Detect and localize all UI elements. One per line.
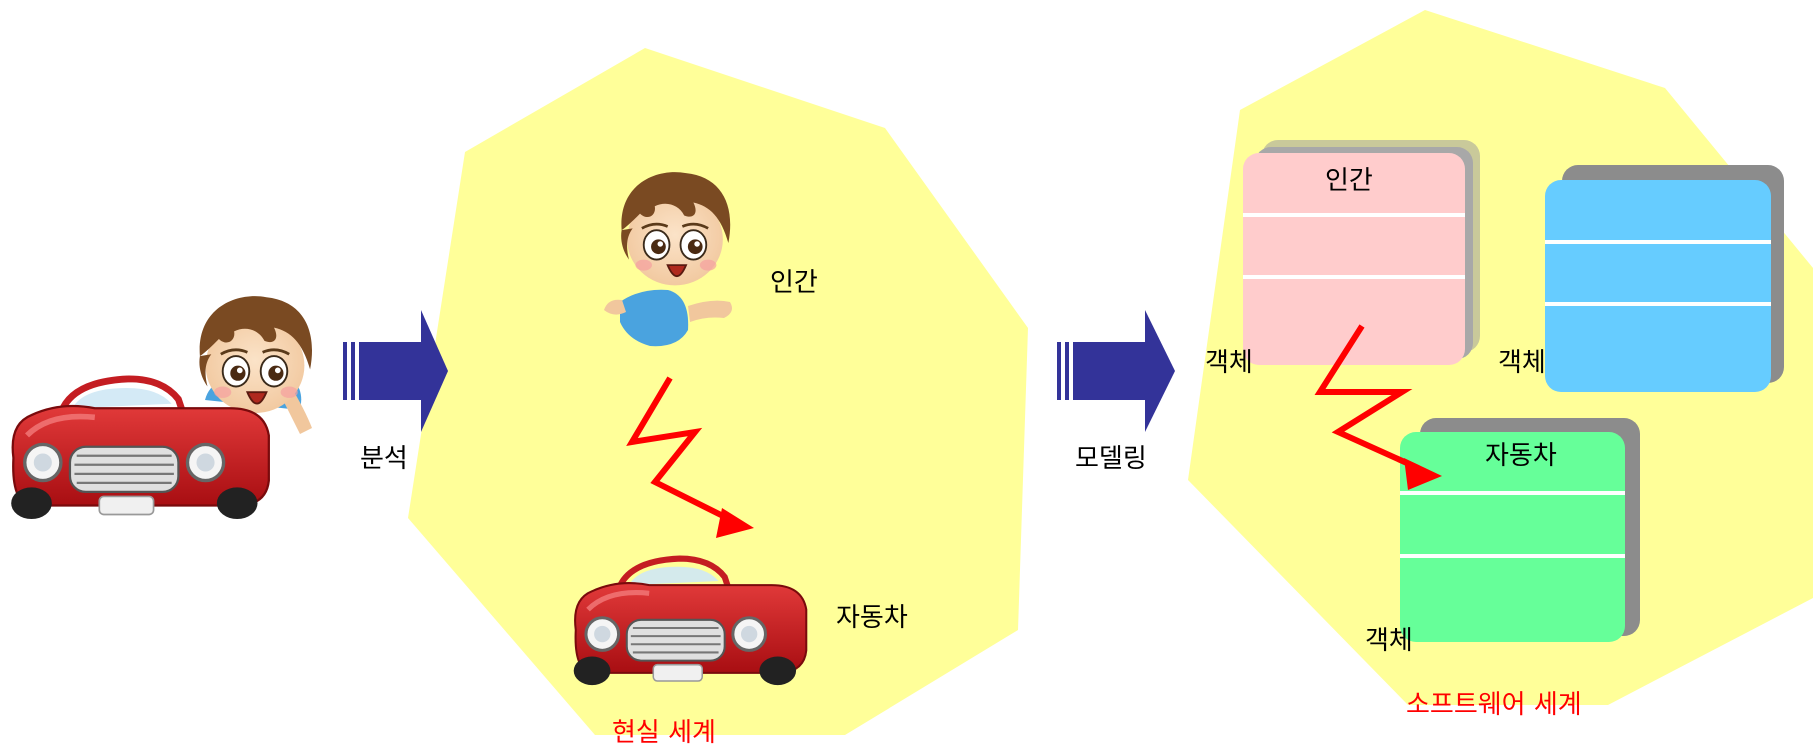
modeling-label: 모델링: [1075, 444, 1147, 474]
object-car-title: 자동차: [1485, 441, 1557, 471]
object-label-1: 객체: [1205, 348, 1253, 378]
real-human-label: 인간: [770, 268, 818, 298]
real-lightning-arrow-icon: [626, 376, 754, 538]
real-world-label: 현실 세계: [612, 718, 716, 748]
object-label-2: 객체: [1498, 348, 1546, 378]
object-label-3: 객체: [1365, 626, 1413, 656]
human-object-box: [1243, 140, 1480, 365]
analysis-label: 분석: [360, 444, 408, 474]
boy-in-car-icon: [11, 294, 314, 519]
analysis-block-arrow-icon: [343, 310, 448, 432]
unnamed-object-box: [1545, 165, 1784, 392]
object-human-title: 인간: [1325, 166, 1373, 196]
modeling-block-arrow-icon: [1057, 310, 1175, 432]
software-lightning-arrow-icon: [1314, 324, 1442, 490]
real-world-region: [408, 48, 1028, 735]
boy-icon: [604, 170, 732, 347]
real-car-label: 자동차: [836, 603, 908, 633]
software-world-label: 소프트웨어 세계: [1406, 690, 1582, 720]
car-object-box: [1400, 418, 1640, 642]
